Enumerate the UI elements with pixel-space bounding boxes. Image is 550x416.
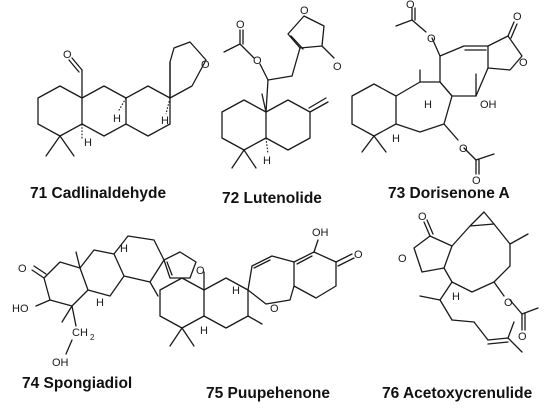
atom-o-74a: O <box>196 265 205 277</box>
atom-o-72c: O <box>253 55 262 67</box>
atom-h-73a: H <box>424 99 432 111</box>
atom-o-76d: O <box>518 331 527 343</box>
caption-74: 74 Spongiadiol <box>22 375 132 392</box>
caption-72: 72 Lutenolide <box>222 190 322 207</box>
atom-h-71a: H <box>113 113 121 125</box>
atom-h-71c: H <box>84 137 92 149</box>
structure-73: O O O O OH O O H H <box>351 0 528 187</box>
atom-h-75a: H <box>232 285 240 297</box>
atom-h-74b: H <box>96 297 104 309</box>
atom-o-75b: O <box>270 303 279 315</box>
atom-h-76: H <box>452 291 460 303</box>
atom-o-72d: O <box>236 19 245 31</box>
atom-o-75a: O <box>354 249 363 261</box>
atom-oh-73: OH <box>480 99 497 111</box>
caption-76: 76 Acetoxycrenulide <box>382 385 533 402</box>
atom-h-71b: H <box>161 115 169 127</box>
atom-h-75b: H <box>200 325 208 337</box>
atom-o-73d: O <box>519 57 528 69</box>
atom-o-71a: O <box>63 49 72 61</box>
structure-75: OH O O H H <box>159 227 363 347</box>
atom-h-72: H <box>263 155 271 167</box>
atom-o-73f: O <box>472 175 481 187</box>
atom-ho-74: HO <box>12 303 29 315</box>
atom-ch2-sub-74: 2 <box>90 333 95 342</box>
atom-o-72b: O <box>333 61 342 73</box>
atom-h-74a: H <box>120 243 128 255</box>
caption-71: 71 Cadlinaldehyde <box>30 185 166 202</box>
atom-o-73e: O <box>459 143 468 155</box>
atom-o-76c: O <box>504 297 513 309</box>
atom-h-73b: H <box>392 133 400 145</box>
structure-74: O O HO CH 2 OH H H <box>12 235 205 369</box>
atom-o-74b: O <box>18 263 27 275</box>
structure-76: O O O O H <box>398 211 539 353</box>
atom-o-76a: O <box>418 211 427 223</box>
atom-ch2-74: CH <box>72 327 88 339</box>
caption-73: 73 Dorisenone A <box>388 185 510 202</box>
caption-75: 75 Puupehenone <box>206 385 330 402</box>
atom-o-76b: O <box>398 253 407 265</box>
atom-o-72a: O <box>300 5 309 17</box>
atom-o-73a: O <box>406 0 415 11</box>
atom-o-73b: O <box>427 33 436 45</box>
atom-oh-74: OH <box>52 357 69 369</box>
structure-72: O O O O H <box>221 5 342 169</box>
atom-o-71b: O <box>201 59 210 71</box>
structure-71: O O H H H <box>37 41 210 157</box>
atom-o-73c: O <box>513 11 522 23</box>
atom-oh-75: OH <box>312 227 329 239</box>
